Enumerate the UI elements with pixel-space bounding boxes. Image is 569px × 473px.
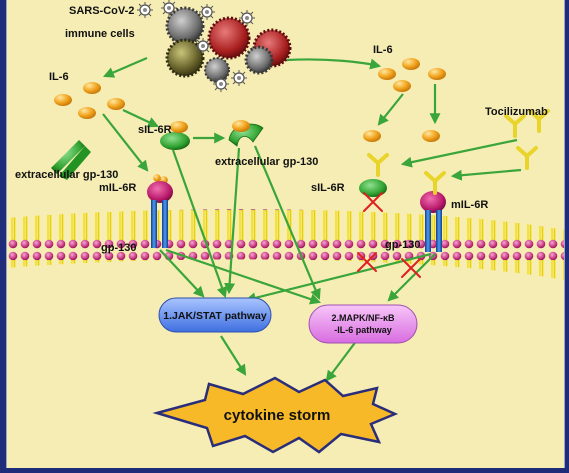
sil6r-label-right: sIL-6R xyxy=(311,182,345,194)
cell-membrane xyxy=(7,209,564,280)
mapk-label-line2: -IL-6 pathway xyxy=(334,325,392,335)
il6-label-left: IL-6 xyxy=(49,71,69,83)
il6-pathway-diagram: SARS-CoV-2 immune cells IL-6 IL-6 sIL-6R… xyxy=(7,0,564,454)
sil6r-blocked-right xyxy=(359,179,387,197)
il6-label-right: IL-6 xyxy=(373,44,393,56)
il6-molecules-left xyxy=(54,82,125,119)
il6-molecules-right xyxy=(363,58,446,142)
sil6r-label-mid: sIL-6R xyxy=(138,124,172,136)
gp130-label-right: gp-130 xyxy=(385,239,420,251)
cytokine-storm-label: cytokine storm xyxy=(224,407,331,424)
mil6r-label-left: mIL-6R xyxy=(99,182,136,194)
immune-cells-cluster xyxy=(165,6,292,83)
diagram-canvas: SARS-CoV-2 immune cells IL-6 IL-6 sIL-6R… xyxy=(6,0,565,468)
gp130-label-left: gp-130 xyxy=(101,242,136,254)
mapk-nfkb-pathway-box xyxy=(308,304,418,344)
mapk-label-line1: 2.MAPK/NF-κB xyxy=(331,313,395,323)
sil6r-complex-mid xyxy=(160,121,190,150)
jak-stat-pathway-box xyxy=(158,297,272,333)
ext-gp130-label-mid: extracellular gp-130 xyxy=(215,156,318,168)
mil6r-receptor-right xyxy=(420,191,446,252)
ext-gp130-label-left: extracellular gp-130 xyxy=(15,169,118,181)
mil6r-label-right: mIL-6R xyxy=(451,199,488,211)
jak-stat-label: 1.JAK/STAT pathway xyxy=(163,310,267,322)
cytokine-storm-burst xyxy=(152,376,399,454)
sars-cov-2-label: SARS-CoV-2 xyxy=(69,5,134,17)
mil6r-receptor-left xyxy=(147,174,173,248)
signal-arrows xyxy=(102,56,522,382)
tocilizumab-label: Tocilizumab xyxy=(485,106,548,118)
ext-gp130-left xyxy=(51,140,91,180)
ext-gp130-complex-mid xyxy=(228,120,264,147)
immune-cells-label: immune cells xyxy=(65,28,135,40)
